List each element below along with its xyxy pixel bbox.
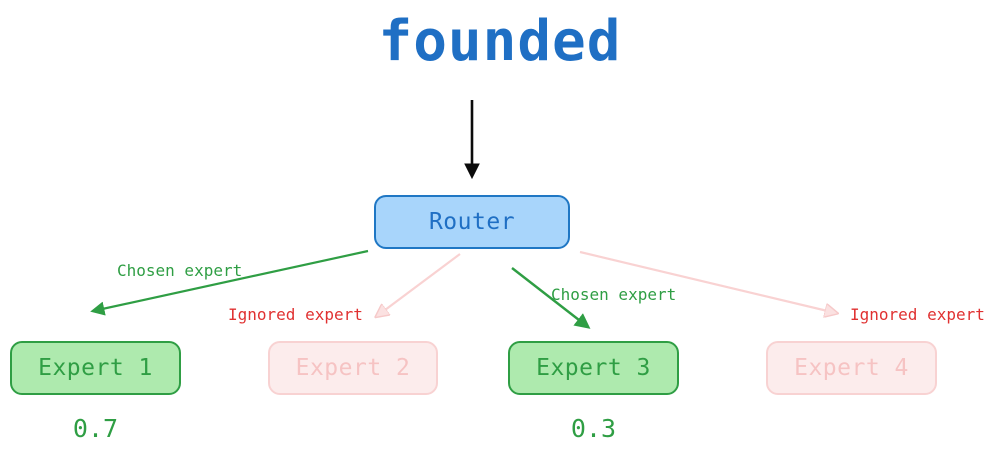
expert-weight-1: 0.7 — [72, 414, 119, 443]
expert-node-4[interactable]: Expert 4 — [766, 341, 937, 395]
edge-label-expert-1: Chosen expert — [117, 261, 243, 280]
expert-label-4: Expert 4 — [794, 355, 909, 381]
expert-label-1: Expert 1 — [38, 355, 153, 381]
expert-node-3[interactable]: Expert 3 — [508, 341, 679, 395]
edge-label-expert-2: Ignored expert — [228, 305, 363, 324]
edge-router-to-expert-1 — [90, 249, 369, 316]
edge-router-to-expert-2 — [377, 253, 461, 316]
input-token-label: founded — [378, 9, 622, 74]
expert-node-2[interactable]: Expert 2 — [268, 341, 438, 395]
expert-label-2: Expert 2 — [295, 355, 411, 381]
edge-label-expert-4: Ignored expert — [850, 305, 985, 324]
router-node[interactable]: Router — [374, 195, 570, 249]
edge-label-expert-3: Chosen expert — [551, 285, 677, 304]
expert-weight-3: 0.3 — [570, 414, 617, 443]
router-label: Router — [428, 209, 516, 235]
expert-node-1[interactable]: Expert 1 — [10, 341, 181, 395]
expert-label-3: Expert 3 — [536, 355, 651, 381]
